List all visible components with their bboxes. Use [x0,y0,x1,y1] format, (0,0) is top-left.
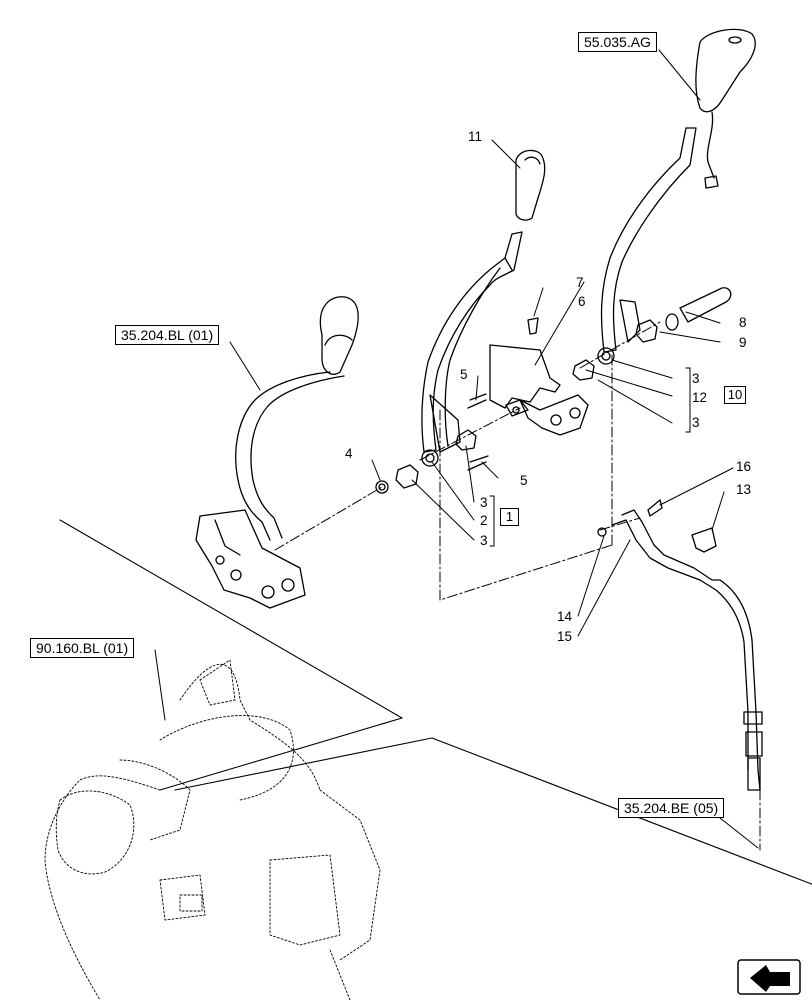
callout-4: 4 [345,446,353,461]
callout-1: 1 [500,508,519,526]
callout-6: 6 [578,294,586,309]
callout-15: 15 [557,629,573,644]
reference-35-204-bl[interactable]: 35.204.BL (01) [115,325,220,345]
callout-11: 11 [468,129,483,144]
reference-35-204-be[interactable]: 35.204.BE (05) [618,798,725,818]
next-page-arrow-icon[interactable] [737,959,801,995]
callout-12: 12 [692,390,708,405]
leader-lines [154,49,759,849]
callout-2: 2 [480,513,488,528]
reference-90-160-bl[interactable]: 90.160.BL (01) [30,638,135,658]
callout-3-right-upper: 3 [692,371,700,386]
console-detail [44,659,381,1000]
left-lever-assembly [195,296,359,609]
callout-13: 13 [736,482,752,497]
reference-55-035-ag[interactable]: 55.035.AG [578,32,657,52]
knob-11 [515,149,546,221]
callout-5-top: 5 [460,367,468,382]
callout-5-bottom: 5 [520,473,528,488]
callout-8: 8 [739,315,747,330]
callout-3-right-lower: 3 [692,415,700,430]
callout-16: 16 [736,459,752,474]
middle-lever [421,231,523,467]
bracket-6 [489,344,589,436]
callout-14: 14 [557,609,573,624]
callout-3-left-upper: 3 [480,495,488,510]
right-lever [597,28,756,365]
cable-assembly [597,499,763,791]
callout-10: 10 [724,386,746,404]
callout-7: 7 [576,275,584,290]
callout-3-left-lower: 3 [480,533,488,548]
callout-9: 9 [739,335,747,350]
